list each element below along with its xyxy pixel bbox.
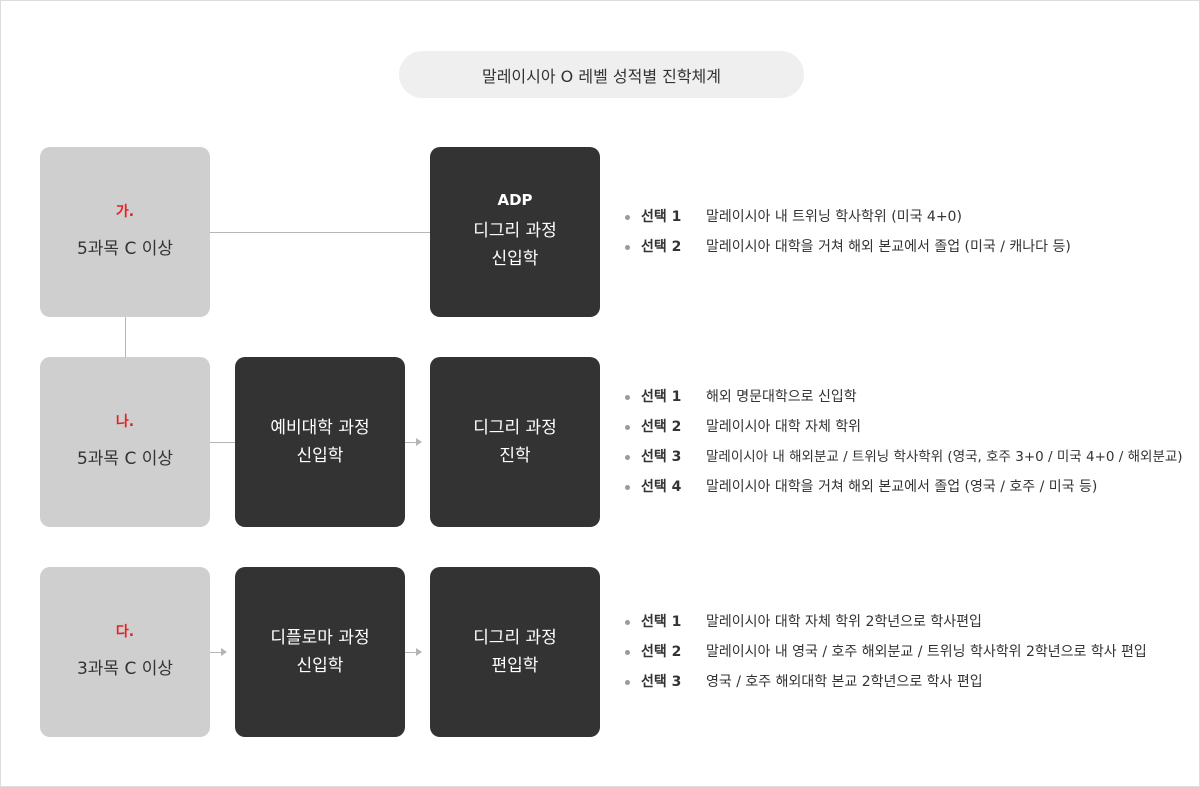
connector-line bbox=[405, 442, 417, 443]
connector-line bbox=[405, 652, 417, 653]
row-marker: 다. bbox=[115, 624, 135, 640]
degree-box-da: 디그리 과정 편입학 bbox=[430, 567, 600, 737]
bullet-icon bbox=[625, 215, 630, 220]
bullet-icon bbox=[625, 425, 630, 430]
requirement-label: 3과목 C 이상 bbox=[76, 659, 174, 679]
option-label: 선택 3 bbox=[641, 674, 682, 690]
connector-line bbox=[210, 442, 236, 443]
bullet-icon bbox=[625, 485, 630, 490]
option-label: 선택 1 bbox=[641, 209, 682, 225]
middle-label-line2: 신입학 bbox=[296, 446, 344, 466]
degree-label-line1: 디그리 과정 bbox=[473, 418, 557, 438]
bullet-icon bbox=[625, 395, 630, 400]
degree-box-na: 디그리 과정 진학 bbox=[430, 357, 600, 527]
option-label: 선택 2 bbox=[641, 239, 682, 255]
connector-line bbox=[210, 652, 222, 653]
option-label: 선택 1 bbox=[641, 389, 682, 405]
arrow-right-icon bbox=[416, 648, 422, 656]
option-text: 해외 명문대학으로 신입학 bbox=[706, 389, 857, 405]
option-text: 말레이시아 대학 자체 학위 2학년으로 학사편입 bbox=[706, 614, 982, 630]
option-text: 영국 / 호주 해외대학 본교 2학년으로 학사 편입 bbox=[706, 674, 983, 690]
requirement-label: 5과목 C 이상 bbox=[76, 449, 174, 469]
row-marker: 나. bbox=[115, 414, 135, 430]
degree-label-line1: 디그리 과정 bbox=[473, 221, 557, 241]
degree-label-line2: 진학 bbox=[499, 446, 531, 466]
degree-label-line2: 신입학 bbox=[491, 249, 539, 269]
option-text: 말레이시아 내 해외분교 / 트위닝 학사학위 (영국, 호주 3+0 / 미국… bbox=[706, 449, 1183, 465]
middle-label-line1: 디플로마 과정 bbox=[270, 628, 370, 648]
bullet-icon bbox=[625, 680, 630, 685]
diagram-title-text: 말레이시아 O 레벨 성적별 진학체계 bbox=[481, 66, 722, 86]
option-text: 말레이시아 내 트위닝 학사학위 (미국 4+0) bbox=[706, 209, 962, 225]
degree-label-line1: 디그리 과정 bbox=[473, 628, 557, 648]
diploma-box: 디플로마 과정 신입학 bbox=[235, 567, 405, 737]
middle-label-line1: 예비대학 과정 bbox=[270, 418, 370, 438]
arrow-right-icon bbox=[221, 648, 227, 656]
bullet-icon bbox=[625, 650, 630, 655]
bullet-icon bbox=[625, 245, 630, 250]
requirement-box-ga: 가. 5과목 C 이상 bbox=[40, 147, 210, 317]
option-text: 말레이시아 내 영국 / 호주 해외분교 / 트위닝 학사학위 2학년으로 학사… bbox=[706, 644, 1147, 660]
option-text: 말레이시아 대학을 거쳐 해외 본교에서 졸업 (미국 / 캐나다 등) bbox=[706, 239, 1071, 255]
requirement-box-da: 다. 3과목 C 이상 bbox=[40, 567, 210, 737]
requirement-box-na: 나. 5과목 C 이상 bbox=[40, 357, 210, 527]
option-text: 말레이시아 대학을 거쳐 해외 본교에서 졸업 (영국 / 호주 / 미국 등) bbox=[706, 479, 1098, 495]
option-label: 선택 2 bbox=[641, 419, 682, 435]
option-text: 말레이시아 대학 자체 학위 bbox=[706, 419, 862, 435]
row-marker: 가. bbox=[115, 204, 135, 220]
vertical-connector-line bbox=[125, 317, 126, 358]
option-label: 선택 3 bbox=[641, 449, 682, 465]
degree-label-line2: 편입학 bbox=[491, 656, 539, 676]
bullet-icon bbox=[625, 620, 630, 625]
preparatory-box: 예비대학 과정 신입학 bbox=[235, 357, 405, 527]
requirement-label: 5과목 C 이상 bbox=[76, 239, 174, 259]
connector-line bbox=[210, 232, 431, 233]
middle-label-line2: 신입학 bbox=[296, 656, 344, 676]
arrow-right-icon bbox=[416, 438, 422, 446]
option-label: 선택 4 bbox=[641, 479, 682, 495]
diagram-title: 말레이시아 O 레벨 성적별 진학체계 bbox=[399, 51, 804, 98]
degree-box-adp: ADP 디그리 과정 신입학 bbox=[430, 147, 600, 317]
option-label: 선택 2 bbox=[641, 644, 682, 660]
adp-label: ADP bbox=[497, 191, 533, 209]
option-label: 선택 1 bbox=[641, 614, 682, 630]
bullet-icon bbox=[625, 455, 630, 460]
